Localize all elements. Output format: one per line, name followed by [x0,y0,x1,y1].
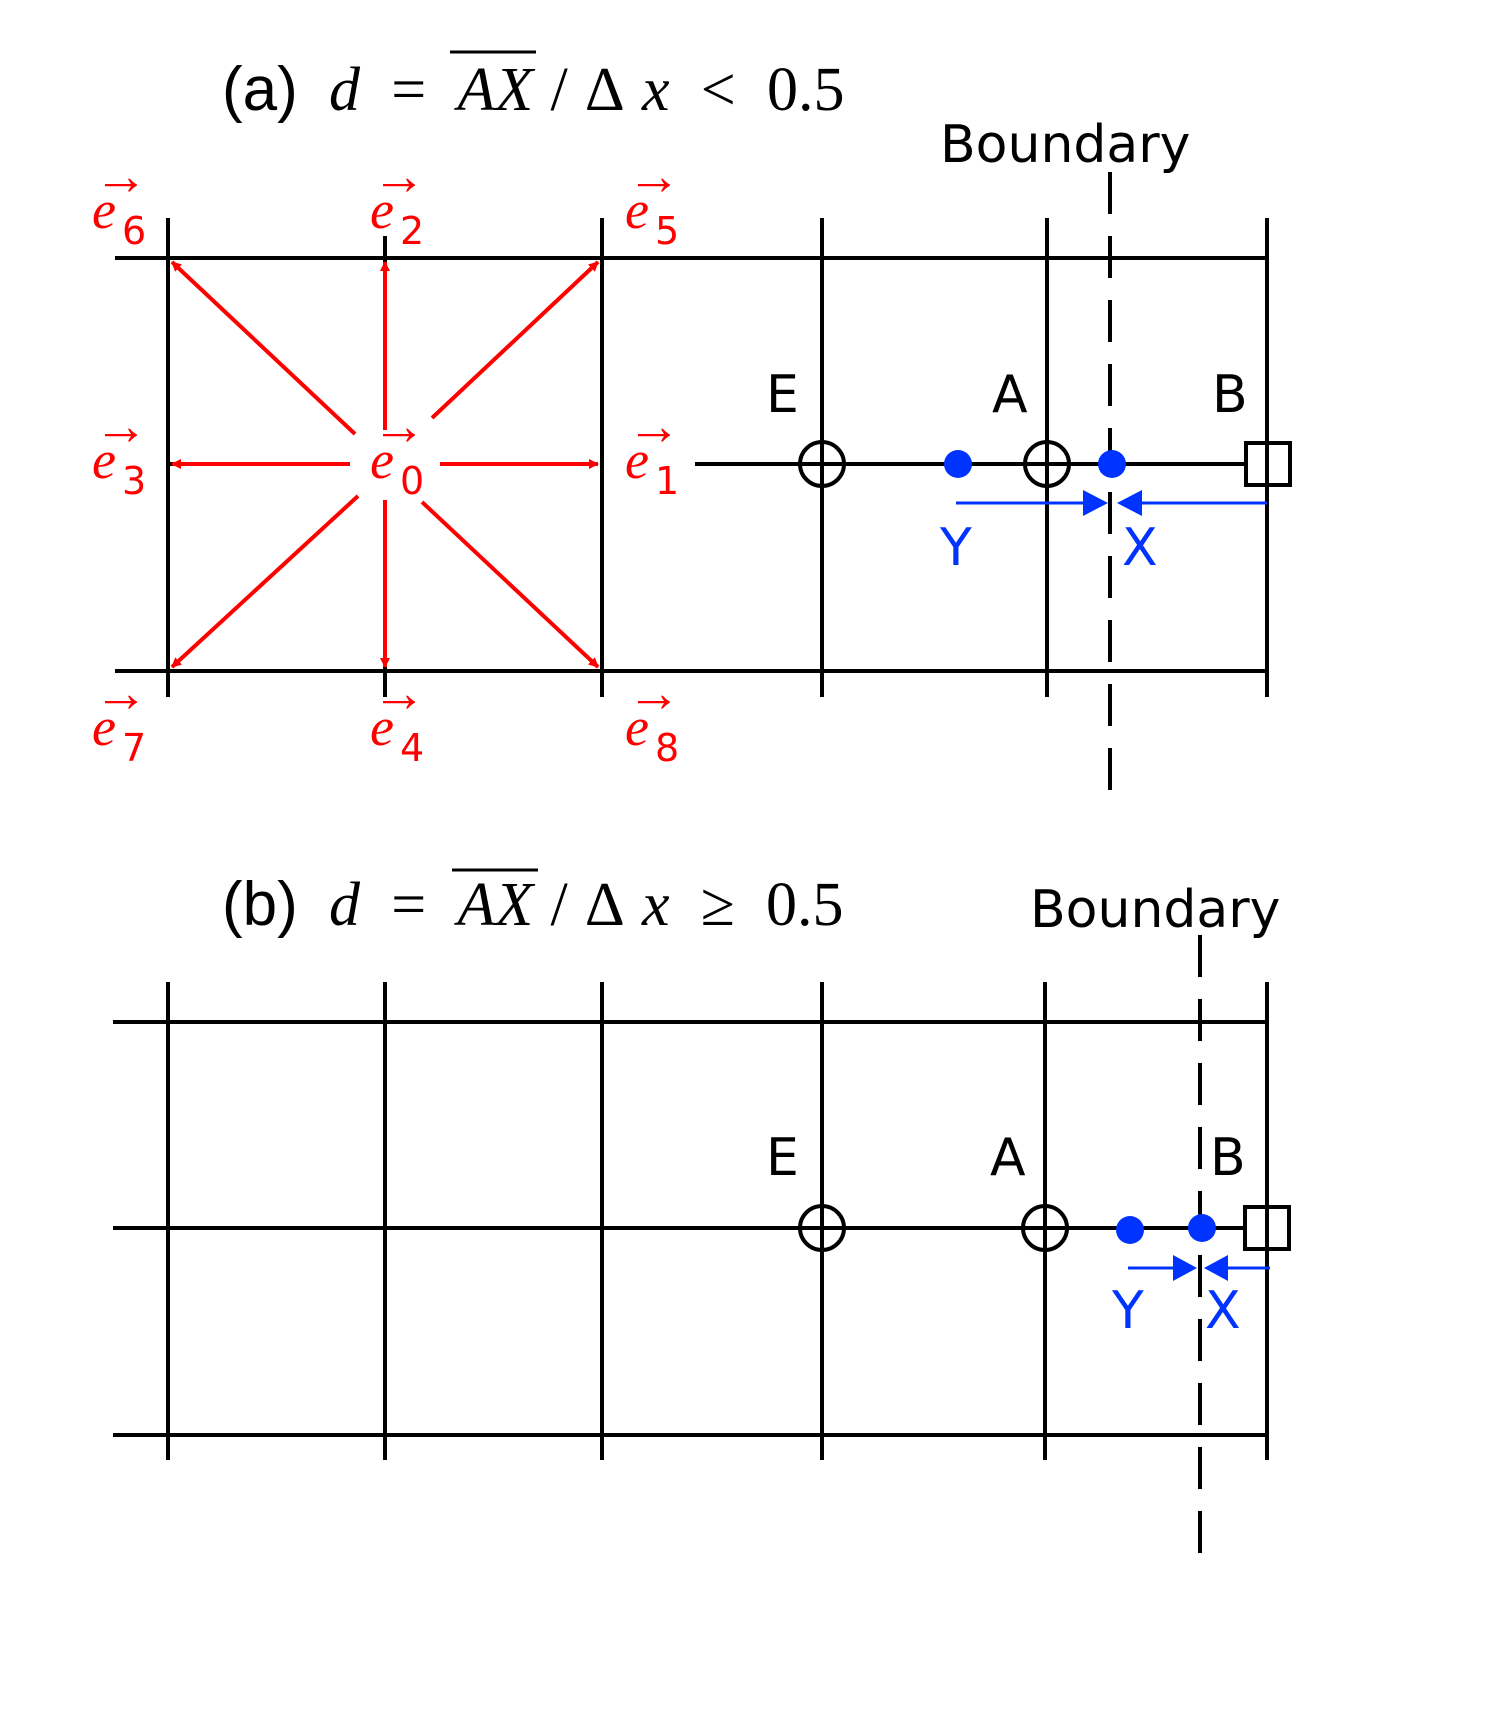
svg-text:6: 6 [122,209,146,253]
svg-text:4: 4 [400,726,424,770]
svg-text:→: → [627,663,681,723]
point-Y-b [1116,1216,1144,1244]
fluid-node-A-a [1023,440,1071,488]
svg-text:7: 7 [122,726,146,770]
svg-text:→: → [627,396,681,456]
svg-text:→: → [372,396,426,456]
svg-text:e: e [370,697,394,757]
velocity-vectors [170,260,600,669]
svg-text:1: 1 [655,459,679,503]
point-X-b [1188,1214,1216,1242]
svg-text:→: → [372,146,426,206]
svg-text:e: e [625,180,649,240]
node-label-A-b: A [990,1128,1026,1188]
arrowhead-left-b [1204,1255,1228,1281]
fluid-node-A-b [1021,1204,1069,1252]
panel-a-title: (a) d = AX / Δ x < 0.5 [222,55,844,124]
svg-text:→: → [627,146,681,206]
boundary-label-b: Boundary [1030,880,1280,940]
node-label-E-b: E [766,1128,799,1188]
fluid-node-E-b [798,1204,846,1252]
svg-text:e: e [92,180,116,240]
point-Y-a [944,450,972,478]
svg-text:→: → [94,663,148,723]
svg-text:e: e [370,430,394,490]
svg-text:5: 5 [655,209,679,253]
node-label-B-a: B [1212,365,1248,425]
grid-a [115,218,1269,697]
boundary-label-a: Boundary [940,115,1190,175]
panel-b: (b) d = AX / Δ x ≥ 0.5 Boundary E A B [113,868,1291,1560]
svg-text:3: 3 [122,459,146,503]
panel-a: (a) d = AX / Δ x < 0.5 Boundary [92,50,1292,795]
point-label-X-b: X [1205,1281,1241,1341]
svg-text:→: → [372,663,426,723]
point-X-a [1098,450,1126,478]
svg-text:2: 2 [400,209,424,253]
node-label-E-a: E [766,365,799,425]
point-label-X-a: X [1122,518,1158,578]
svg-text:→: → [94,146,148,206]
svg-text:e: e [92,430,116,490]
arrowhead-right-b [1173,1255,1197,1281]
point-label-Y-a: Y [939,518,972,578]
svg-text:e: e [625,697,649,757]
arrowhead-right-a [1083,490,1108,516]
svg-text:e: e [370,180,394,240]
svg-text:0: 0 [400,459,424,503]
arrowhead-left-a [1117,490,1142,516]
svg-text:e: e [625,430,649,490]
node-label-B-b: B [1210,1128,1246,1188]
solid-node-B-a [1244,441,1292,487]
point-label-Y-b: Y [1111,1281,1144,1341]
svg-text:→: → [94,396,148,456]
svg-text:e: e [92,697,116,757]
grid-b [113,982,1269,1460]
fluid-node-E-a [798,440,846,488]
svg-text:8: 8 [655,726,679,770]
panel-b-title: (b) d = AX / Δ x ≥ 0.5 [222,870,844,939]
solid-node-B-b [1243,1205,1291,1251]
node-label-A-a: A [992,365,1028,425]
